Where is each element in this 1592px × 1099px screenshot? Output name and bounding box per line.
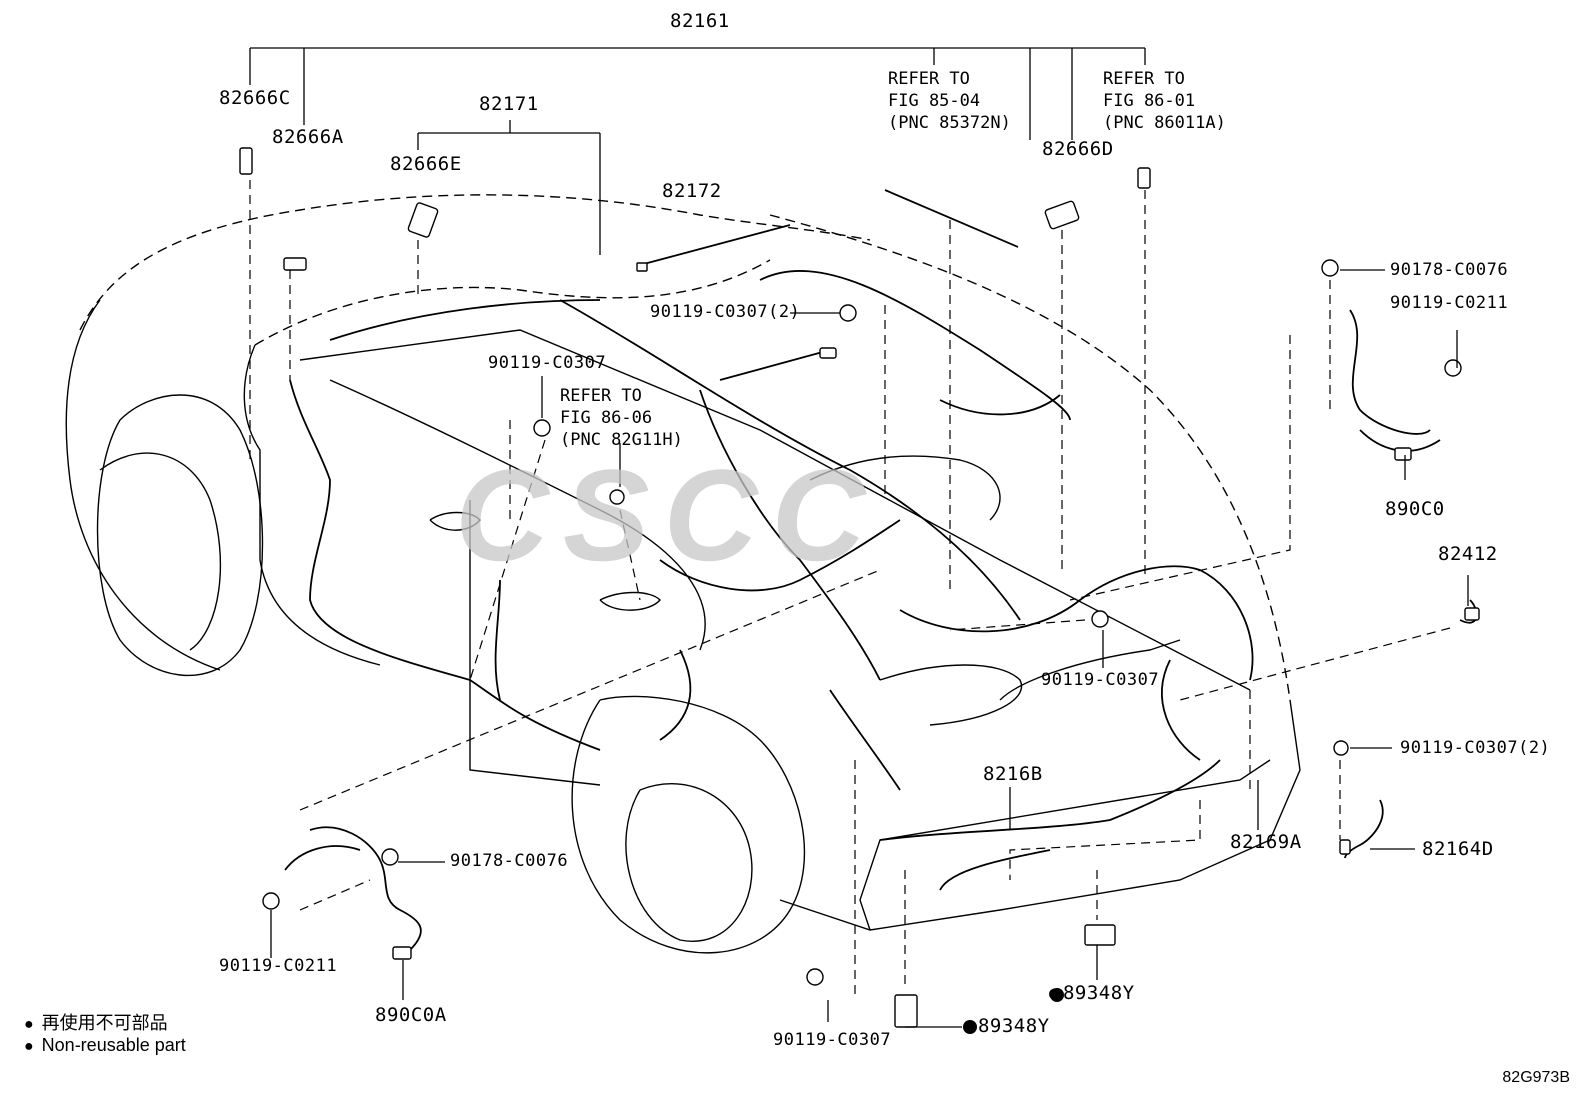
legend-japanese: ● 再使用不可部品 xyxy=(24,1009,168,1035)
bolt-label-90119-C0211-left: 90119-C0211 xyxy=(219,956,338,976)
reference-line: (PNC 85372N) xyxy=(888,113,1011,133)
legend-japanese-text: 再使用不可部品 xyxy=(41,1013,168,1033)
bolt-label-90119-C0307-bottom: 90119-C0307 xyxy=(773,1030,892,1050)
reference-note-fig-86-06: REFER TO FIG 86-06 (PNC 82G11H) xyxy=(560,385,683,451)
part-label-89348Y-lower: 89348Y xyxy=(964,1017,1050,1036)
bolt-label-90119-C0307-right: 90119-C0307 xyxy=(1041,670,1160,690)
part-label-890C0: 890C0 xyxy=(1385,498,1445,520)
reference-line: REFER TO xyxy=(1103,69,1185,89)
part-label-82666C: 82666C xyxy=(219,87,291,109)
part-label-82171: 82171 xyxy=(479,93,539,115)
part-label-82172: 82172 xyxy=(662,180,722,202)
part-label-82169A: 82169A xyxy=(1230,831,1302,853)
legend-english: ● Non-reusable part xyxy=(24,1035,186,1056)
bolt-label-90119-C0211-right: 90119-C0211 xyxy=(1390,293,1509,313)
bolt-label-90119-C0307-2-top: 90119-C0307(2) xyxy=(650,302,801,322)
reference-note-fig-86-01: REFER TO FIG 86-01 (PNC 86011A) xyxy=(1103,68,1226,134)
legend-english-text: Non-reusable part xyxy=(41,1035,186,1055)
part-label-890C0A: 890C0A xyxy=(375,1004,447,1026)
reference-line: REFER TO xyxy=(888,69,970,89)
part-label-8216B: 8216B xyxy=(983,763,1043,785)
part-label-82412: 82412 xyxy=(1438,543,1498,565)
nut-label-90178-C0076-left: 90178-C0076 xyxy=(450,851,569,871)
wire-harness-paths xyxy=(284,189,1478,951)
reference-line: FIG 86-01 xyxy=(1103,91,1196,111)
leader-lines xyxy=(249,47,1469,1028)
part-label-82666A: 82666A xyxy=(272,126,344,148)
reference-line: (PNC 86011A) xyxy=(1103,113,1226,133)
part-label-82666D: 82666D xyxy=(1042,138,1114,160)
reference-line: FIG 85-04 xyxy=(888,91,981,111)
bolt-label-90119-C0307-2-right: 90119-C0307(2) xyxy=(1400,738,1551,758)
part-label-82666E: 82666E xyxy=(390,153,462,175)
legend-bullet-icon: ● xyxy=(24,1038,34,1055)
reference-note-fig-85-04: REFER TO FIG 85-04 (PNC 85372N) xyxy=(888,68,1011,134)
part-label-82164D: 82164D xyxy=(1422,838,1494,860)
dashed-guides xyxy=(249,180,1451,1000)
part-label-82161: 82161 xyxy=(670,10,730,32)
part-label-89348Y-upper: 89348Y xyxy=(1049,984,1135,1003)
reference-line: FIG 86-06 xyxy=(560,408,653,428)
diagram-code: 82G973B xyxy=(1502,1069,1570,1086)
watermark: CSCC xyxy=(455,442,880,588)
bolt-label-90119-C0307-mid: 90119-C0307 xyxy=(488,353,607,373)
reference-line: (PNC 82G11H) xyxy=(560,430,683,450)
reference-line: REFER TO xyxy=(560,386,642,406)
connectors xyxy=(239,147,1480,1028)
nut-label-90178-C0076-right: 90178-C0076 xyxy=(1390,260,1509,280)
legend-bullet-icon: ● xyxy=(24,1016,34,1033)
